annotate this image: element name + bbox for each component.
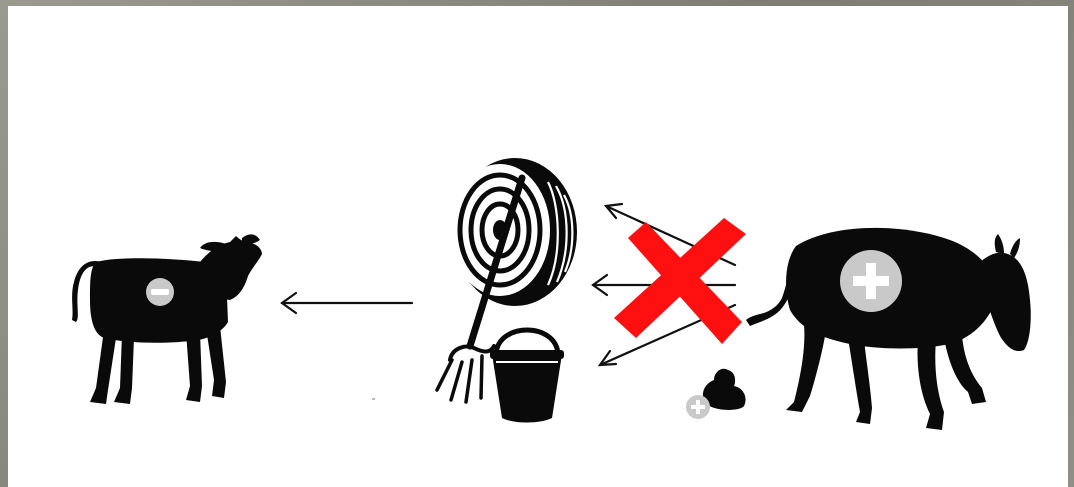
hay-bale-icon — [450, 158, 577, 306]
blocked-cross-icon — [614, 218, 746, 344]
calf-silhouette-icon — [72, 234, 262, 404]
diagram-svg — [8, 6, 1068, 487]
arrow-feed-to-calf — [282, 293, 412, 313]
diagram-canvas — [8, 6, 1068, 487]
calf-minus-badge — [146, 278, 174, 306]
bucket-icon — [490, 330, 564, 423]
stray-mark — [372, 398, 375, 400]
manure-plus-badge — [686, 395, 710, 419]
cow-plus-badge — [840, 250, 902, 312]
